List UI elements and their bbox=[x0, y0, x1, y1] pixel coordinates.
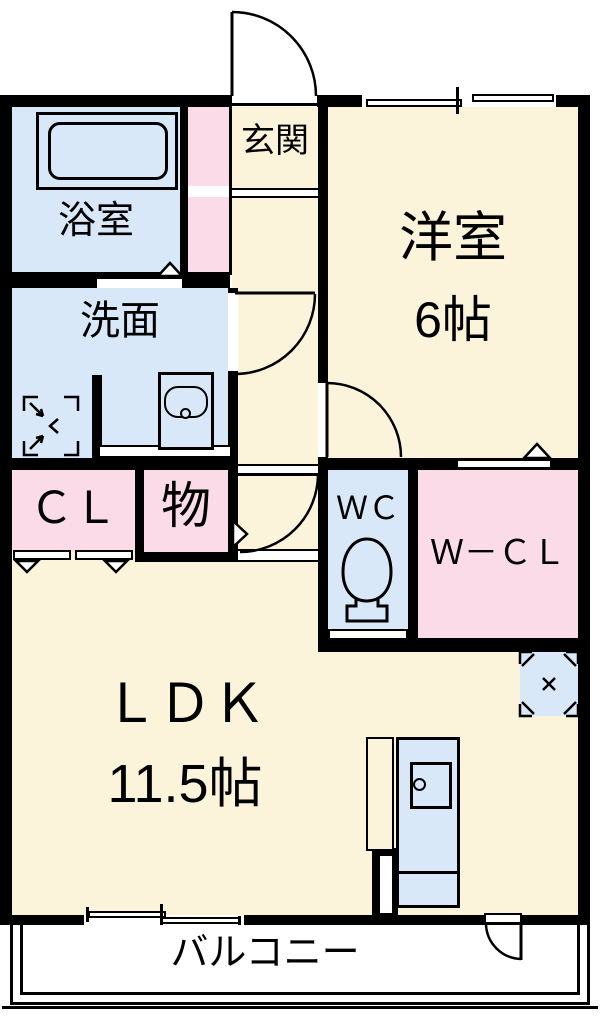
window-bottom-pane-right bbox=[160, 917, 240, 924]
kitchen-pillar-slit bbox=[380, 856, 392, 913]
room-hall-floor bbox=[232, 107, 318, 560]
wc-door-strip bbox=[328, 629, 408, 640]
window-bottom-tick bbox=[160, 904, 163, 931]
wall-western-left bbox=[318, 95, 328, 470]
label-wcl: Ｗ－ＣＬ bbox=[430, 534, 566, 572]
closet-door-leaf-right bbox=[75, 550, 133, 560]
label-washroom: 洗面 bbox=[80, 299, 160, 343]
hall-ldk-door-plane bbox=[238, 464, 318, 476]
window-top-pane-right bbox=[472, 94, 554, 102]
room-closet-floor bbox=[12, 470, 135, 552]
window-bottom-pane-left bbox=[88, 911, 166, 918]
wall-wc-bottom bbox=[318, 638, 588, 652]
label-genkan: 玄関 bbox=[241, 122, 309, 160]
window-top-tick bbox=[456, 87, 459, 114]
wall-bath-right bbox=[180, 107, 188, 275]
label-western-room: 洋室 bbox=[399, 208, 507, 268]
western-door-gap bbox=[318, 383, 328, 457]
wall-wc-left bbox=[318, 470, 328, 652]
wall-cl-bottom bbox=[135, 552, 238, 562]
kitchen-side-counter bbox=[366, 737, 394, 851]
label-ldk: ＬＤＫ bbox=[104, 674, 266, 734]
washroom-door-gap bbox=[228, 293, 238, 371]
label-closet: ＣＬ bbox=[29, 484, 118, 533]
wall-left bbox=[0, 95, 12, 925]
shaft-upper bbox=[188, 107, 230, 186]
hall-ldk-opening bbox=[238, 549, 318, 562]
shaft-right-line bbox=[229, 107, 232, 275]
entrance-door-icon bbox=[230, 10, 318, 97]
room-western-floor bbox=[328, 107, 578, 458]
label-western-size: 6帖 bbox=[414, 292, 492, 348]
window-bottom-end-right bbox=[238, 916, 241, 930]
balcony-bottom-line bbox=[2, 1006, 598, 1009]
wall-wash-right bbox=[228, 288, 238, 562]
label-bathroom: 浴室 bbox=[57, 200, 134, 242]
wall-wash-bottom bbox=[12, 458, 238, 470]
entrance-threshold bbox=[232, 103, 317, 106]
wall-wash-stub bbox=[92, 375, 102, 458]
label-ldk-size: 11.5帖 bbox=[107, 754, 263, 814]
kitchen-faucet-icon bbox=[413, 778, 426, 791]
genkan-step bbox=[232, 188, 318, 198]
bathroom-door-strip bbox=[97, 277, 182, 288]
room-storage-floor bbox=[144, 470, 228, 552]
wcl-door-strip bbox=[456, 459, 552, 469]
kitchen-sink-icon bbox=[410, 762, 452, 809]
room-wcl-floor bbox=[418, 470, 578, 638]
shaft-lower bbox=[188, 197, 230, 275]
closet-door-leaf-left bbox=[13, 550, 71, 560]
shaft-gap bbox=[188, 186, 230, 197]
window-top-pane-left bbox=[366, 99, 462, 107]
label-wc: ＷＣ bbox=[335, 490, 400, 526]
wall-cl-divider bbox=[135, 470, 144, 552]
washbasin-drain bbox=[180, 408, 191, 419]
bathtub-inner bbox=[48, 122, 168, 180]
kitchen-counter-divider bbox=[398, 871, 458, 874]
wall-bottom bbox=[0, 915, 590, 925]
window-bottom-end-left bbox=[86, 907, 89, 922]
refrigerator-space-icon bbox=[520, 652, 578, 716]
wall-right bbox=[578, 95, 590, 925]
wall-wc-divider bbox=[408, 470, 418, 640]
label-balcony: バルコニー bbox=[170, 932, 360, 974]
balcony-door-gap bbox=[484, 913, 522, 924]
label-storage: 物 bbox=[161, 478, 211, 534]
